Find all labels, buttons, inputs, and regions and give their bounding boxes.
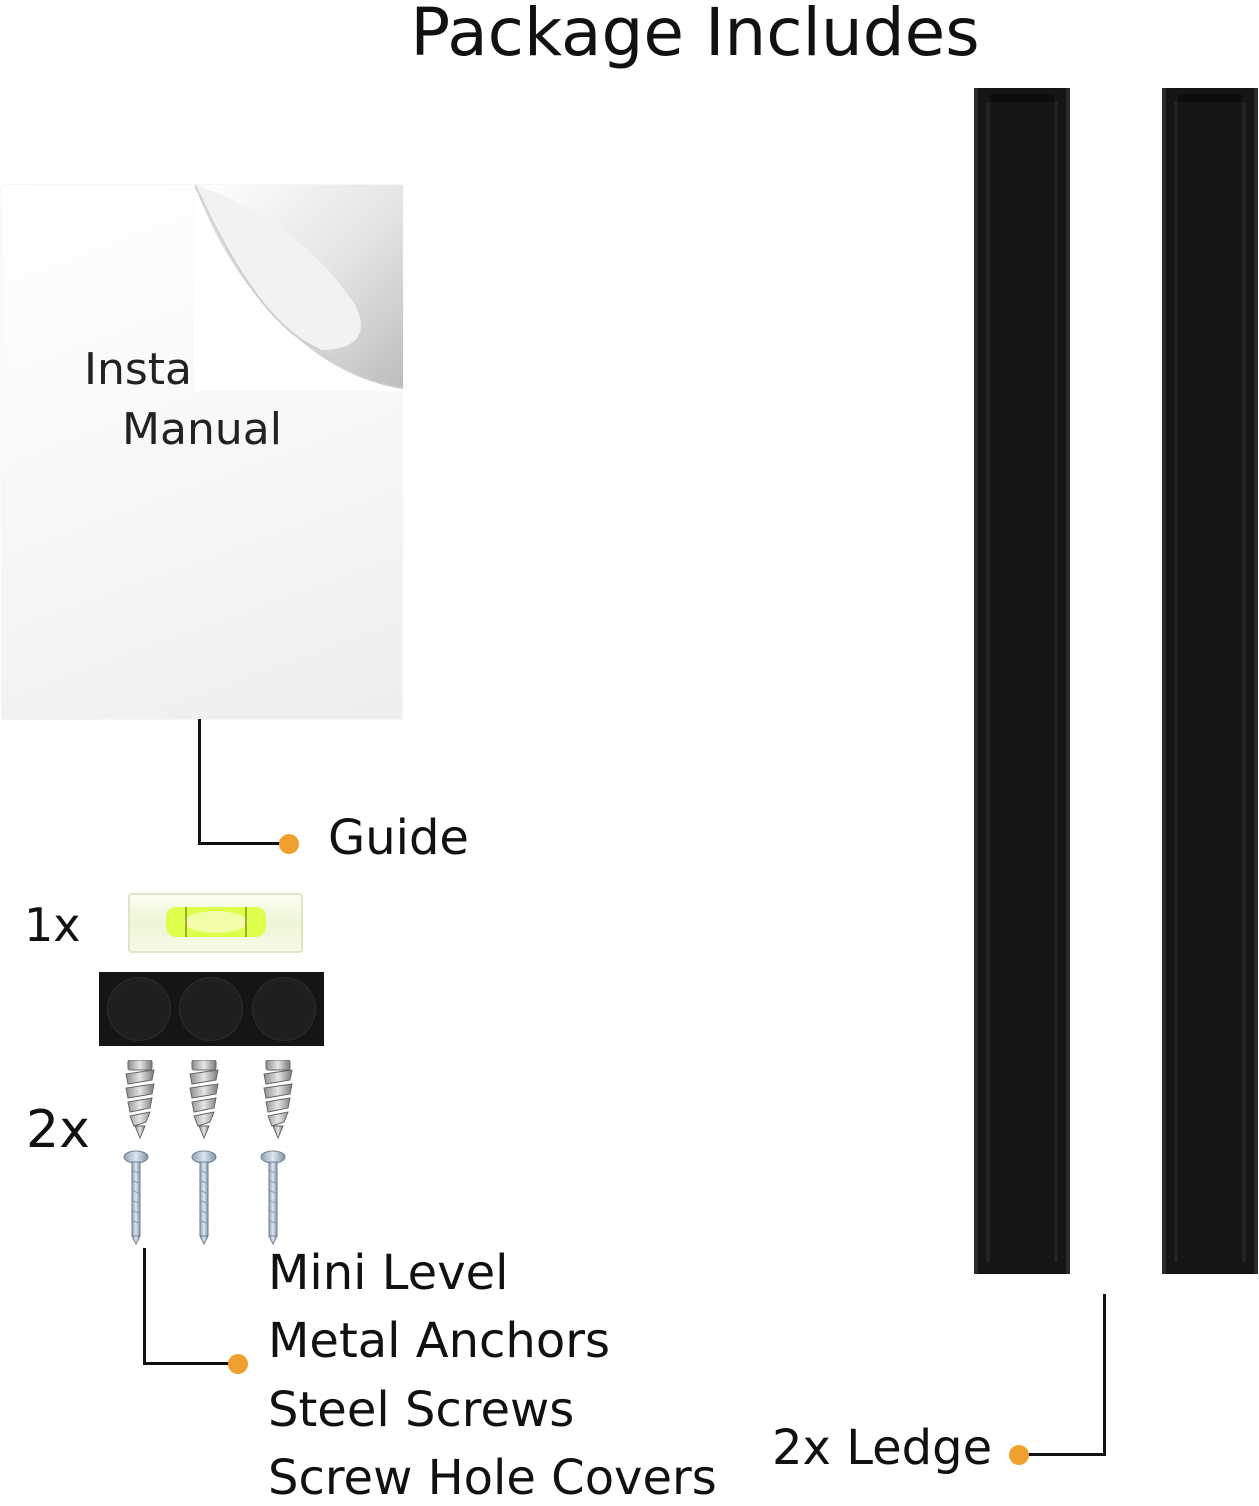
page-curl-icon bbox=[195, 185, 403, 391]
ledge-connector-horizontal bbox=[1025, 1453, 1106, 1456]
hardware-connector-horizontal bbox=[143, 1362, 235, 1365]
item-screw-hole-covers: Screw Hole Covers bbox=[268, 1450, 717, 1506]
item-mini-level: Mini Level bbox=[268, 1245, 509, 1301]
manual-caption-line2: Manual bbox=[122, 404, 282, 455]
ledge-rail-left bbox=[974, 88, 1070, 1274]
ledge-dot bbox=[1009, 1445, 1029, 1465]
hardware-connector-vertical bbox=[143, 1248, 146, 1365]
qty-hardware-label: 2x bbox=[26, 1100, 90, 1160]
guide-connector-horizontal bbox=[198, 842, 284, 845]
guide-dot bbox=[279, 834, 299, 854]
hardware-dot bbox=[228, 1354, 248, 1374]
guide-label: Guide bbox=[328, 810, 469, 866]
cover-circle bbox=[251, 977, 316, 1041]
guide-connector-vertical bbox=[198, 719, 201, 845]
screw-icon bbox=[123, 1150, 286, 1245]
cover-circle bbox=[179, 977, 244, 1041]
cover-circle bbox=[107, 977, 172, 1041]
cover-icon bbox=[99, 972, 324, 1046]
ledge-connector-vertical bbox=[1103, 1294, 1106, 1456]
level-icon bbox=[128, 893, 303, 953]
ledge-rail-right bbox=[1162, 88, 1258, 1274]
item-metal-anchors: Metal Anchors bbox=[268, 1313, 610, 1369]
anchor-icon bbox=[125, 1060, 293, 1140]
item-steel-screws: Steel Screws bbox=[268, 1382, 575, 1438]
qty-level-label: 1x bbox=[24, 898, 81, 952]
page-title: Package Includes bbox=[410, 0, 980, 71]
ledge-label: 2x Ledge bbox=[772, 1420, 993, 1476]
